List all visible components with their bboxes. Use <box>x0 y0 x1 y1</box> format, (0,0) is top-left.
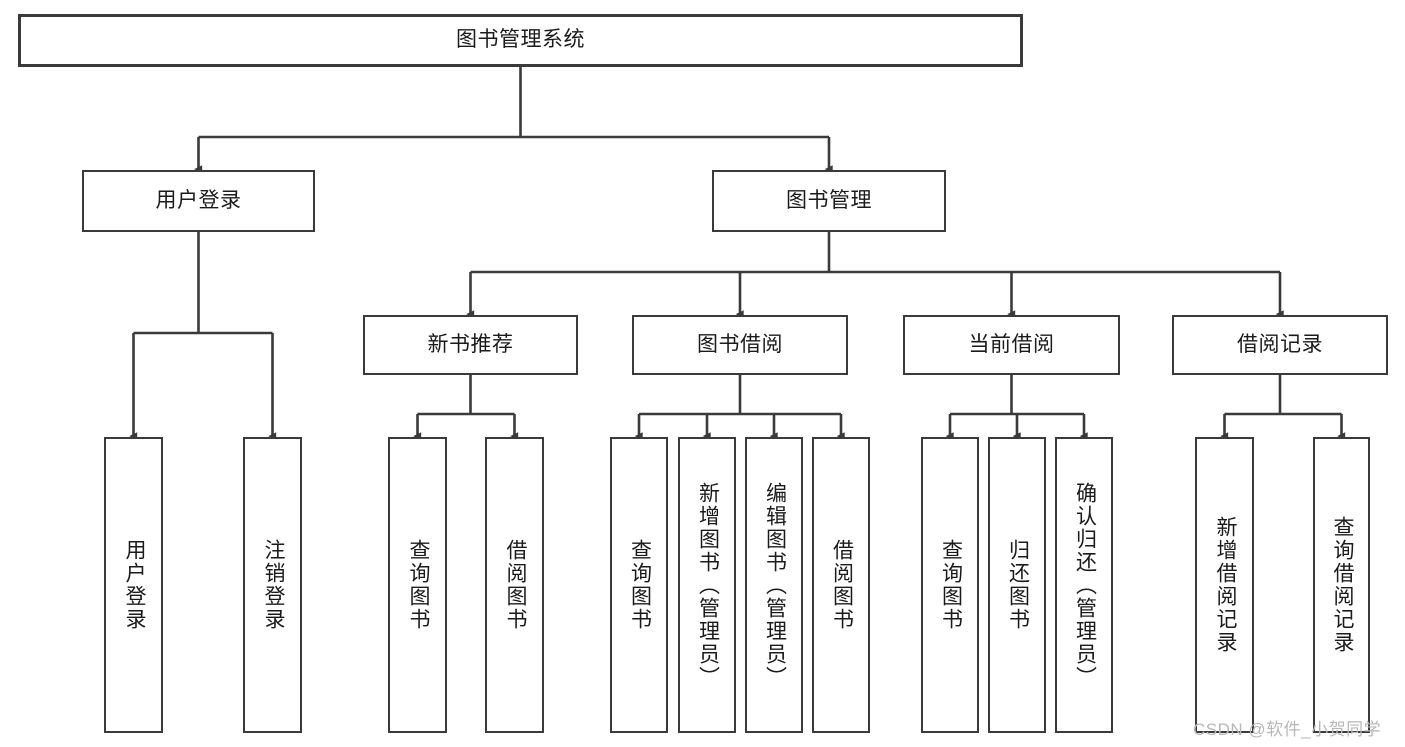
node-leaf-add-book-label: 新增图书（管理员） <box>696 481 720 689</box>
node-leaf-query-book-2-label: 查询图书 <box>628 539 652 631</box>
node-leaf-user-login[interactable]: 用户登录 <box>104 437 163 733</box>
node-borrow-record-label: 借阅记录 <box>1237 332 1323 356</box>
node-current-borrow-label: 当前借阅 <box>968 332 1055 356</box>
node-leaf-add-book[interactable]: 新增图书（管理员） <box>678 437 736 733</box>
node-book-manage[interactable]: 图书管理 <box>712 170 946 232</box>
node-leaf-user-login-label: 用户登录 <box>122 539 146 631</box>
node-leaf-query-book-2[interactable]: 查询图书 <box>610 437 668 733</box>
node-leaf-borrow-book-1-label: 借阅图书 <box>503 539 527 631</box>
node-leaf-query-book-3[interactable]: 查询图书 <box>921 437 979 733</box>
node-leaf-user-logout[interactable]: 注销登录 <box>243 437 302 733</box>
node-book-manage-label: 图书管理 <box>786 188 872 212</box>
node-leaf-edit-book[interactable]: 编辑图书（管理员） <box>745 437 803 733</box>
node-leaf-return-book-label: 归还图书 <box>1006 539 1030 631</box>
node-new-book-recommend[interactable]: 新书推荐 <box>363 315 578 375</box>
node-leaf-confirm-return-label: 确认归还（管理员） <box>1073 481 1097 689</box>
node-user-login[interactable]: 用户登录 <box>82 170 315 232</box>
node-leaf-borrow-book-2-label: 借阅图书 <box>830 539 854 631</box>
node-leaf-add-record[interactable]: 新增借阅记录 <box>1195 437 1254 733</box>
node-leaf-add-record-label: 新增借阅记录 <box>1213 516 1237 654</box>
node-leaf-return-book[interactable]: 归还图书 <box>988 437 1046 733</box>
node-user-login-label: 用户登录 <box>155 188 242 212</box>
node-leaf-query-book-3-label: 查询图书 <box>939 539 963 631</box>
node-leaf-query-book-1[interactable]: 查询图书 <box>388 437 447 733</box>
node-leaf-borrow-book-1[interactable]: 借阅图书 <box>485 437 544 733</box>
node-root[interactable]: 图书管理系统 <box>18 14 1023 67</box>
node-leaf-user-logout-label: 注销登录 <box>261 539 285 631</box>
connector-lines <box>129 67 1346 441</box>
node-current-borrow[interactable]: 当前借阅 <box>903 315 1120 375</box>
node-leaf-edit-book-label: 编辑图书（管理员） <box>763 481 787 689</box>
node-borrow-record[interactable]: 借阅记录 <box>1172 315 1388 375</box>
node-new-book-recommend-label: 新书推荐 <box>427 332 514 356</box>
node-leaf-confirm-return[interactable]: 确认归还（管理员） <box>1055 437 1113 733</box>
node-book-borrow-label: 图书借阅 <box>697 332 783 356</box>
node-leaf-borrow-book-2[interactable]: 借阅图书 <box>812 437 870 733</box>
node-leaf-query-record[interactable]: 查询借阅记录 <box>1313 437 1370 733</box>
node-leaf-query-record-label: 查询借阅记录 <box>1330 516 1354 654</box>
node-book-borrow[interactable]: 图书借阅 <box>632 315 848 375</box>
node-leaf-query-book-1-label: 查询图书 <box>406 539 430 631</box>
node-root-label: 图书管理系统 <box>456 28 585 52</box>
